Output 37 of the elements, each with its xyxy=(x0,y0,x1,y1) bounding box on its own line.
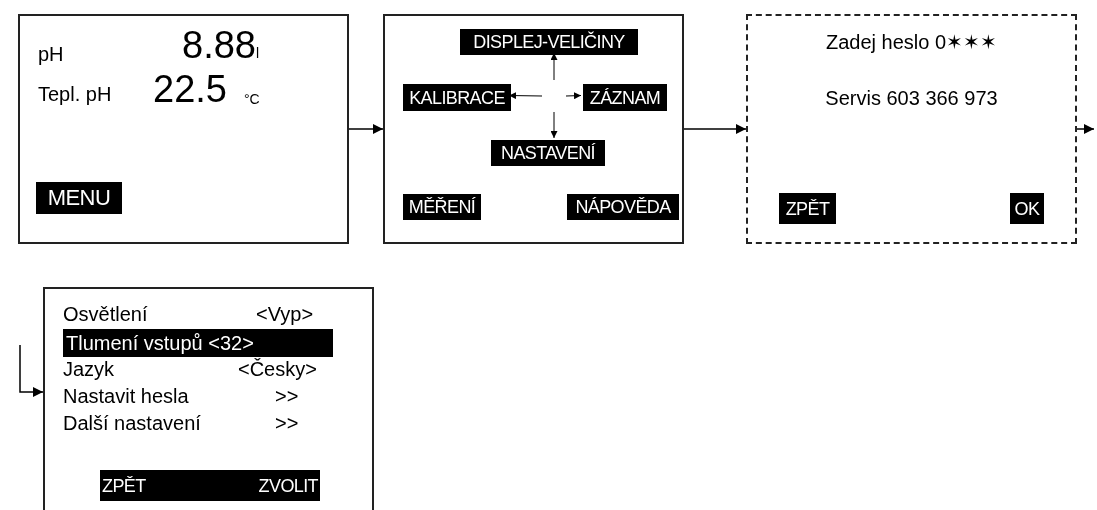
display-text: Tepl. pH xyxy=(38,84,112,104)
direction-arrow xyxy=(565,92,582,100)
highlighted-menu-item: DISPLEJ-VELIČINY xyxy=(460,29,638,55)
lcd-screen xyxy=(746,14,1077,244)
highlighted-menu-item: NASTAVENÍ xyxy=(491,140,605,166)
direction-arrow xyxy=(1076,124,1095,134)
highlighted-menu-item: ZPĚT xyxy=(779,193,836,224)
display-text: Zadej heslo 0✶✶✶ xyxy=(824,32,999,52)
highlighted-menu-item: MENU xyxy=(36,182,122,214)
lcd-screen xyxy=(18,14,349,244)
display-text: pH xyxy=(38,44,64,64)
lcd-screen xyxy=(43,287,374,510)
display-text: °C xyxy=(244,92,260,106)
display-text: Servis 603 366 973 xyxy=(824,88,999,108)
display-text: >> xyxy=(275,413,299,433)
softkey-bar xyxy=(100,470,320,501)
flow-arrow xyxy=(683,124,747,134)
highlighted-menu-item: OK xyxy=(1010,193,1044,224)
direction-arrow xyxy=(550,111,558,139)
highlighted-menu-item: KALIBRACE xyxy=(403,84,511,111)
softkey-label: ZVOLIT xyxy=(258,476,318,495)
highlighted-menu-item: MĚŘENÍ xyxy=(403,194,481,220)
softkey-label: ZPĚT xyxy=(102,476,146,495)
display-text: Jazyk xyxy=(63,359,115,379)
lcd-screen xyxy=(383,14,684,244)
direction-arrow xyxy=(19,344,44,397)
display-text: <Česky> xyxy=(238,359,317,379)
highlighted-menu-item: ZÁZNAM xyxy=(583,84,667,111)
display-text: <Vyp> xyxy=(256,304,314,324)
highlighted-menu-item: NÁPOVĚDA xyxy=(567,194,679,220)
flow-arrow xyxy=(348,124,384,134)
display-text: 22.5 xyxy=(153,70,227,108)
display-text: Nastavit hesla xyxy=(63,386,189,406)
display-text: >> xyxy=(275,386,299,406)
display-text: Osvětlení xyxy=(63,304,148,324)
highlighted-menu-item: Tlumení vstupů <32> xyxy=(63,329,333,357)
display-text: Další nastavení xyxy=(63,413,201,433)
